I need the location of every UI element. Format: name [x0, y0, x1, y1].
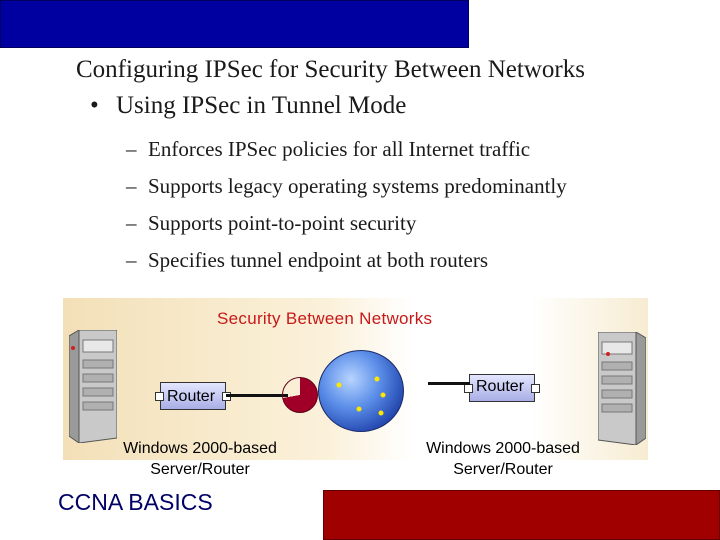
caption-line: Windows 2000-based	[426, 440, 580, 457]
sub-bullet-item: –Enforces IPSec policies for all Interne…	[126, 136, 567, 173]
router-label: Router	[476, 378, 525, 395]
caption-line: Windows 2000-based	[123, 440, 277, 457]
router-icon: Router	[464, 374, 540, 402]
top-banner-bar	[0, 0, 469, 48]
sub-bullet-item: –Specifies tunnel endpoint at both route…	[126, 247, 567, 284]
sub-bullet-text: Supports legacy operating systems predom…	[148, 174, 567, 198]
slide-title: Configuring IPSec for Security Between N…	[76, 56, 585, 83]
bullet-item: • Using IPSec in Tunnel Mode	[90, 92, 406, 120]
bullet-text: Using IPSec in Tunnel Mode	[116, 92, 407, 119]
router-icon: Router	[155, 382, 231, 410]
internet-globe-icon	[318, 350, 404, 432]
dash-mark: –	[126, 211, 137, 235]
dash-mark: –	[126, 248, 137, 272]
bottom-banner-bar	[323, 490, 720, 540]
network-link	[226, 394, 288, 397]
server-icon	[69, 330, 117, 443]
footer-brand: CCNA BASICS	[58, 489, 213, 515]
network-link	[428, 382, 470, 385]
dash-mark: –	[126, 137, 137, 161]
sub-bullet-item: –Supports point-to-point security	[126, 210, 567, 247]
sub-bullet-item: –Supports legacy operating systems predo…	[126, 173, 567, 210]
bullet-mark: •	[90, 92, 99, 119]
server-caption-left: Windows 2000-based Server/Router	[104, 438, 296, 480]
caption-line: Server/Router	[453, 461, 553, 478]
dash-mark: –	[126, 174, 137, 198]
sub-bullet-text: Enforces IPSec policies for all Internet…	[148, 137, 531, 161]
diagram-title: Security Between Networks	[217, 309, 433, 328]
caption-line: Server/Router	[150, 461, 250, 478]
router-label: Router	[167, 388, 216, 405]
server-icon	[598, 332, 646, 445]
globe-nodes	[336, 376, 386, 416]
sub-bullet-text: Specifies tunnel endpoint at both router…	[148, 248, 489, 272]
router-port	[531, 384, 540, 393]
pie-icon	[282, 377, 318, 413]
sub-bullet-text: Supports point-to-point security	[148, 211, 417, 235]
router-port	[464, 384, 473, 393]
router-port	[155, 392, 164, 401]
sub-bullet-list: –Enforces IPSec policies for all Interne…	[126, 136, 567, 284]
server-caption-right: Windows 2000-based Server/Router	[407, 438, 599, 480]
